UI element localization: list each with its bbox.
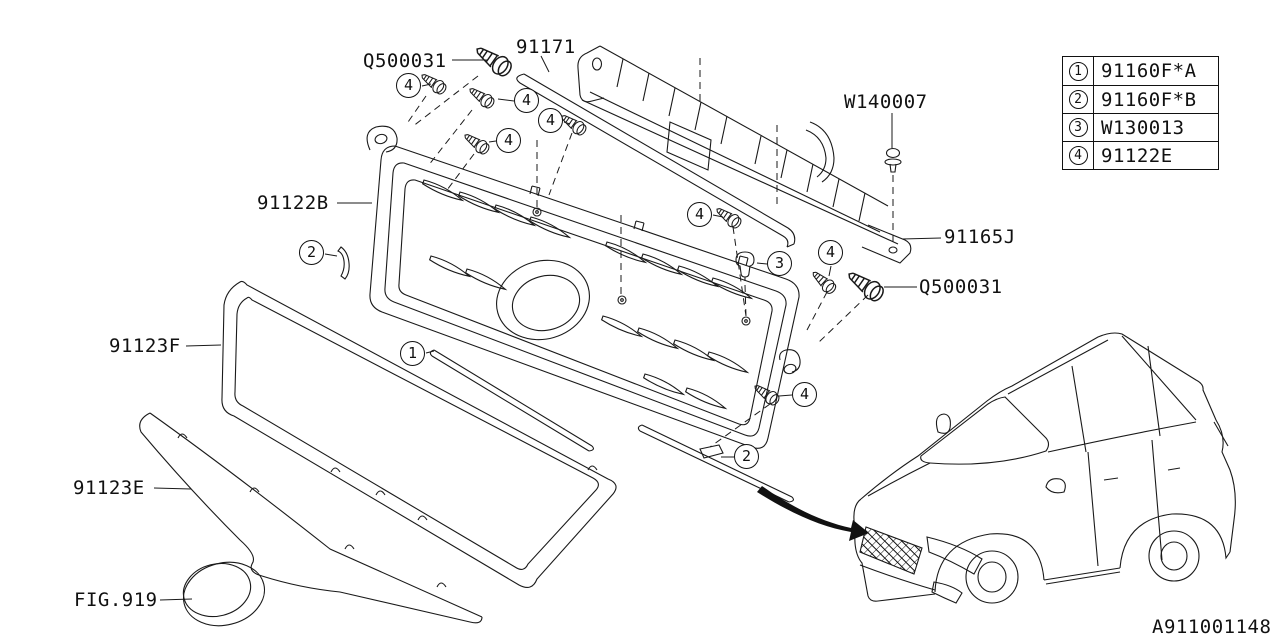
part-label-91171[interactable]: 91171 <box>516 36 576 58</box>
front-panel-91165j-drawing <box>577 45 912 264</box>
fastener-icons <box>417 40 902 408</box>
callout-2-bottom[interactable]: 2 <box>734 444 759 469</box>
legend-code-2: 91160F*B <box>1101 88 1197 111</box>
legend-table: 1 91160F*A 2 91160F*B 3 W130013 4 91122E <box>1062 56 1219 170</box>
clip-w140007-icon <box>884 147 902 173</box>
screw-icon <box>557 110 589 138</box>
screw-icon <box>750 380 782 408</box>
surround-91123f-drawing <box>221 280 617 588</box>
part-label-91165j[interactable]: 91165J <box>944 226 1016 248</box>
screw-icon <box>417 69 449 97</box>
screw-icon <box>808 267 839 297</box>
part-label-w140007[interactable]: W140007 <box>844 91 928 113</box>
legend-row-4[interactable]: 4 91122E <box>1063 141 1218 169</box>
callout-1[interactable]: 1 <box>400 341 425 366</box>
fig919-part-drawing <box>182 561 266 627</box>
molding-91171-drawing <box>516 73 796 248</box>
legend-callout-1: 1 <box>1068 61 1088 81</box>
grille-91122b-drawing <box>366 125 801 449</box>
screw-icon <box>842 265 888 306</box>
part-label-q500031-right[interactable]: Q500031 <box>919 276 1003 298</box>
screw-icon <box>465 83 497 111</box>
part-label-q500031-top[interactable]: Q500031 <box>363 50 447 72</box>
screw-icon <box>712 203 744 231</box>
legend-code-3: W130013 <box>1101 116 1185 139</box>
callout-4-d[interactable]: 4 <box>496 128 521 153</box>
callout-4-f[interactable]: 4 <box>818 240 843 265</box>
legend-code-4: 91122E <box>1101 144 1173 167</box>
part-label-91122b[interactable]: 91122B <box>257 192 329 214</box>
callout-4-e[interactable]: 4 <box>687 202 712 227</box>
projection-dashed-lines <box>405 58 894 448</box>
callout-2-left[interactable]: 2 <box>299 240 324 265</box>
strip-91123e-drawing <box>139 412 483 624</box>
callout-4-g[interactable]: 4 <box>792 382 817 407</box>
molding-91160f-drawing <box>337 246 794 503</box>
leader-lines <box>153 55 942 601</box>
callout-3[interactable]: 3 <box>767 251 792 276</box>
car-grille-hatched <box>859 526 923 575</box>
legend-callout-4: 4 <box>1068 146 1088 165</box>
callout-4-c[interactable]: 4 <box>538 108 563 133</box>
legend-row-3[interactable]: 3 W130013 <box>1063 113 1218 141</box>
grille-pointer-arrow <box>757 486 869 541</box>
legend-row-1[interactable]: 1 91160F*A <box>1063 57 1218 85</box>
legend-row-2[interactable]: 2 91160F*B <box>1063 85 1218 113</box>
legend-code-1: 91160F*A <box>1101 60 1197 82</box>
legend-callout-2: 2 <box>1068 90 1088 109</box>
fig-reference-label[interactable]: FIG.919 <box>74 589 158 611</box>
callout-4-b[interactable]: 4 <box>514 88 539 113</box>
clip-w130013-icon <box>735 251 755 281</box>
doc-id: A911001148 <box>1152 616 1272 638</box>
callout-4-a[interactable]: 4 <box>396 73 421 98</box>
part-label-91123f[interactable]: 91123F <box>109 335 181 357</box>
part-label-91123e[interactable]: 91123E <box>73 477 145 499</box>
legend-callout-3: 3 <box>1068 118 1088 137</box>
car-sketch <box>853 332 1236 604</box>
screw-icon <box>460 129 492 157</box>
